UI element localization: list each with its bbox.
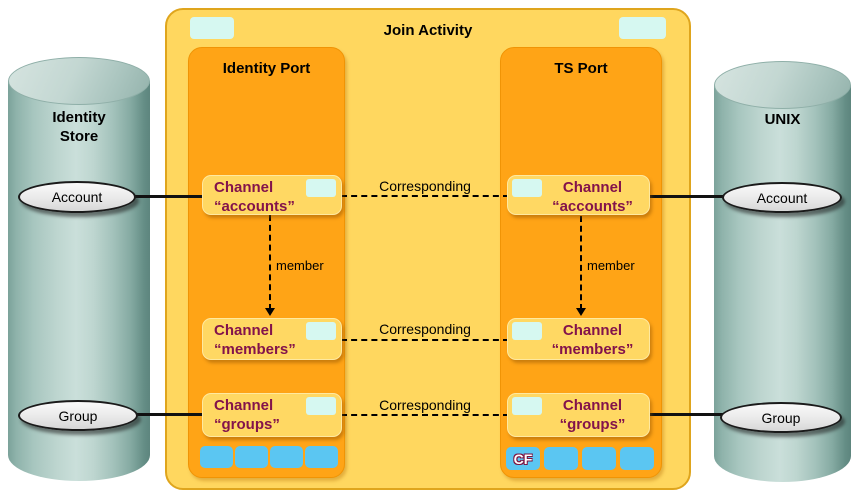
slot xyxy=(235,446,268,468)
channel-line1: Channel xyxy=(214,322,274,339)
dash-member-ts xyxy=(580,216,582,310)
line-unix-account xyxy=(646,195,728,198)
unix-label: UNIX xyxy=(764,111,801,128)
channel-chip xyxy=(512,179,542,197)
line-identity-group xyxy=(130,413,208,416)
identity-group-entity: Group xyxy=(18,400,138,431)
channel-ts-groups: Channel “groups” xyxy=(507,393,650,437)
channel-line1: Channel xyxy=(562,322,623,339)
slot xyxy=(200,446,233,468)
unix-group-entity: Group xyxy=(720,402,842,433)
slot xyxy=(270,446,303,468)
channel-line2: “accounts” xyxy=(552,198,633,215)
member-label-ts: member xyxy=(587,258,635,273)
channel-line2: “members” xyxy=(214,341,296,358)
slot xyxy=(582,447,616,470)
container-tab-left xyxy=(190,17,234,39)
channel-ts-members: Channel “members” xyxy=(507,318,650,360)
channel-line1: Channel xyxy=(562,179,623,196)
line-identity-account xyxy=(128,195,208,198)
channel-chip xyxy=(306,322,336,340)
channel-line1: Channel xyxy=(214,179,274,196)
arrow-member-ts xyxy=(576,308,586,316)
corresponding-label-groups: Corresponding xyxy=(379,397,471,413)
channel-chip xyxy=(512,397,542,415)
slot xyxy=(544,447,578,470)
channel-chip xyxy=(306,179,336,197)
container-tab-right xyxy=(619,17,666,39)
unix-account-entity: Account xyxy=(722,182,842,213)
channel-identity-groups: Channel “groups” xyxy=(202,393,342,437)
channel-chip xyxy=(306,397,336,415)
channel-identity-accounts: Channel “accounts” xyxy=(202,175,342,215)
channel-line1: Channel xyxy=(562,397,623,414)
identity-account-entity: Account xyxy=(18,181,136,213)
channel-line1: Channel xyxy=(214,397,274,414)
unix-cylinder-top xyxy=(714,61,851,109)
arrow-member-identity xyxy=(265,308,275,316)
dash-corresponding-groups xyxy=(341,414,509,416)
channel-identity-members: Channel “members” xyxy=(202,318,342,360)
channel-line2: “accounts” xyxy=(214,198,295,215)
identity-store-cylinder-top xyxy=(8,57,150,105)
dash-member-identity xyxy=(269,215,271,310)
corresponding-label-accounts: Corresponding xyxy=(379,178,471,194)
identity-store-label: Identity Store xyxy=(52,109,106,145)
cf-label: CF xyxy=(513,450,533,467)
channel-chip xyxy=(512,322,542,340)
join-activity-title: Join Activity xyxy=(383,22,473,39)
dash-corresponding-accounts xyxy=(341,195,509,197)
channel-line2: “groups” xyxy=(559,416,626,433)
ts-port-title: TS Port xyxy=(554,60,608,77)
channel-line2: “groups” xyxy=(214,416,280,433)
corresponding-label-members: Corresponding xyxy=(379,321,471,337)
line-unix-group xyxy=(646,413,726,416)
slot xyxy=(620,447,654,470)
member-label-identity: member xyxy=(276,258,324,273)
identity-port-title: Identity Port xyxy=(222,60,311,77)
channel-ts-accounts: Channel “accounts” xyxy=(507,175,650,215)
dash-corresponding-members xyxy=(341,339,509,341)
slot-cf: CF xyxy=(506,447,540,470)
slot xyxy=(305,446,338,468)
channel-line2: “members” xyxy=(551,341,634,358)
